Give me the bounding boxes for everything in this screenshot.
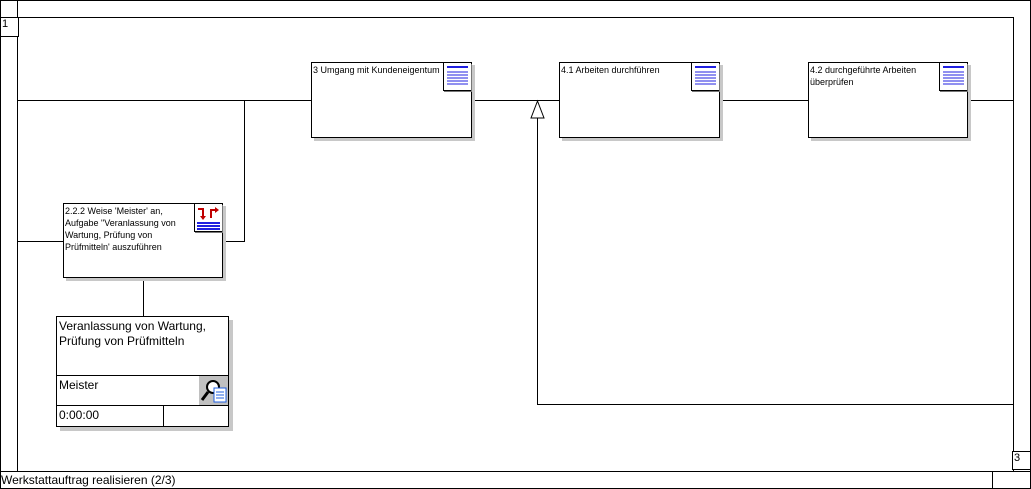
lane-marker-left: 1 <box>0 17 19 37</box>
task-box[interactable]: 2.2.2 Weise 'Meister' an, Aufgabe "Veran… <box>63 203 223 278</box>
role-time: 0:00:00 <box>59 408 100 422</box>
function-label: 3 Umgang mit Kundeneigentum <box>313 65 440 75</box>
role-card-title: Veranlassung von Wartung, Prüfung von Pr… <box>59 319 206 348</box>
document-icon <box>691 63 719 91</box>
merge-triangle <box>530 99 545 119</box>
function-label: 4.2 durchgeführte Arbeiten überprüfen <box>810 65 917 87</box>
document-icon <box>939 63 967 91</box>
status-bar: Werkstattauftrag realisieren (2/3) <box>0 471 1031 489</box>
function-box-arbeiten-ueberpruefen[interactable]: 4.2 durchgeführte Arbeiten überprüfen <box>808 62 968 138</box>
lane-marker-right: 3 <box>1012 451 1031 470</box>
role-name: Meister <box>59 378 99 392</box>
function-label: 4.1 Arbeiten durchführen <box>561 65 660 75</box>
document-icon <box>443 63 471 91</box>
role-card[interactable]: Veranlassung von Wartung, Prüfung von Pr… <box>56 316 229 427</box>
function-box-arbeiten-durchfuehren[interactable]: 4.1 Arbeiten durchführen <box>559 62 720 138</box>
assign-task-icon <box>194 204 222 232</box>
search-document-icon[interactable] <box>199 376 228 405</box>
function-box-umgang[interactable]: 3 Umgang mit Kundeneigentum <box>311 62 472 138</box>
diagram-title: Werkstattauftrag realisieren (2/3) <box>1 473 176 487</box>
role-extra <box>163 405 166 426</box>
task-label: 2.2.2 Weise 'Meister' an, Aufgabe "Veran… <box>65 206 176 252</box>
